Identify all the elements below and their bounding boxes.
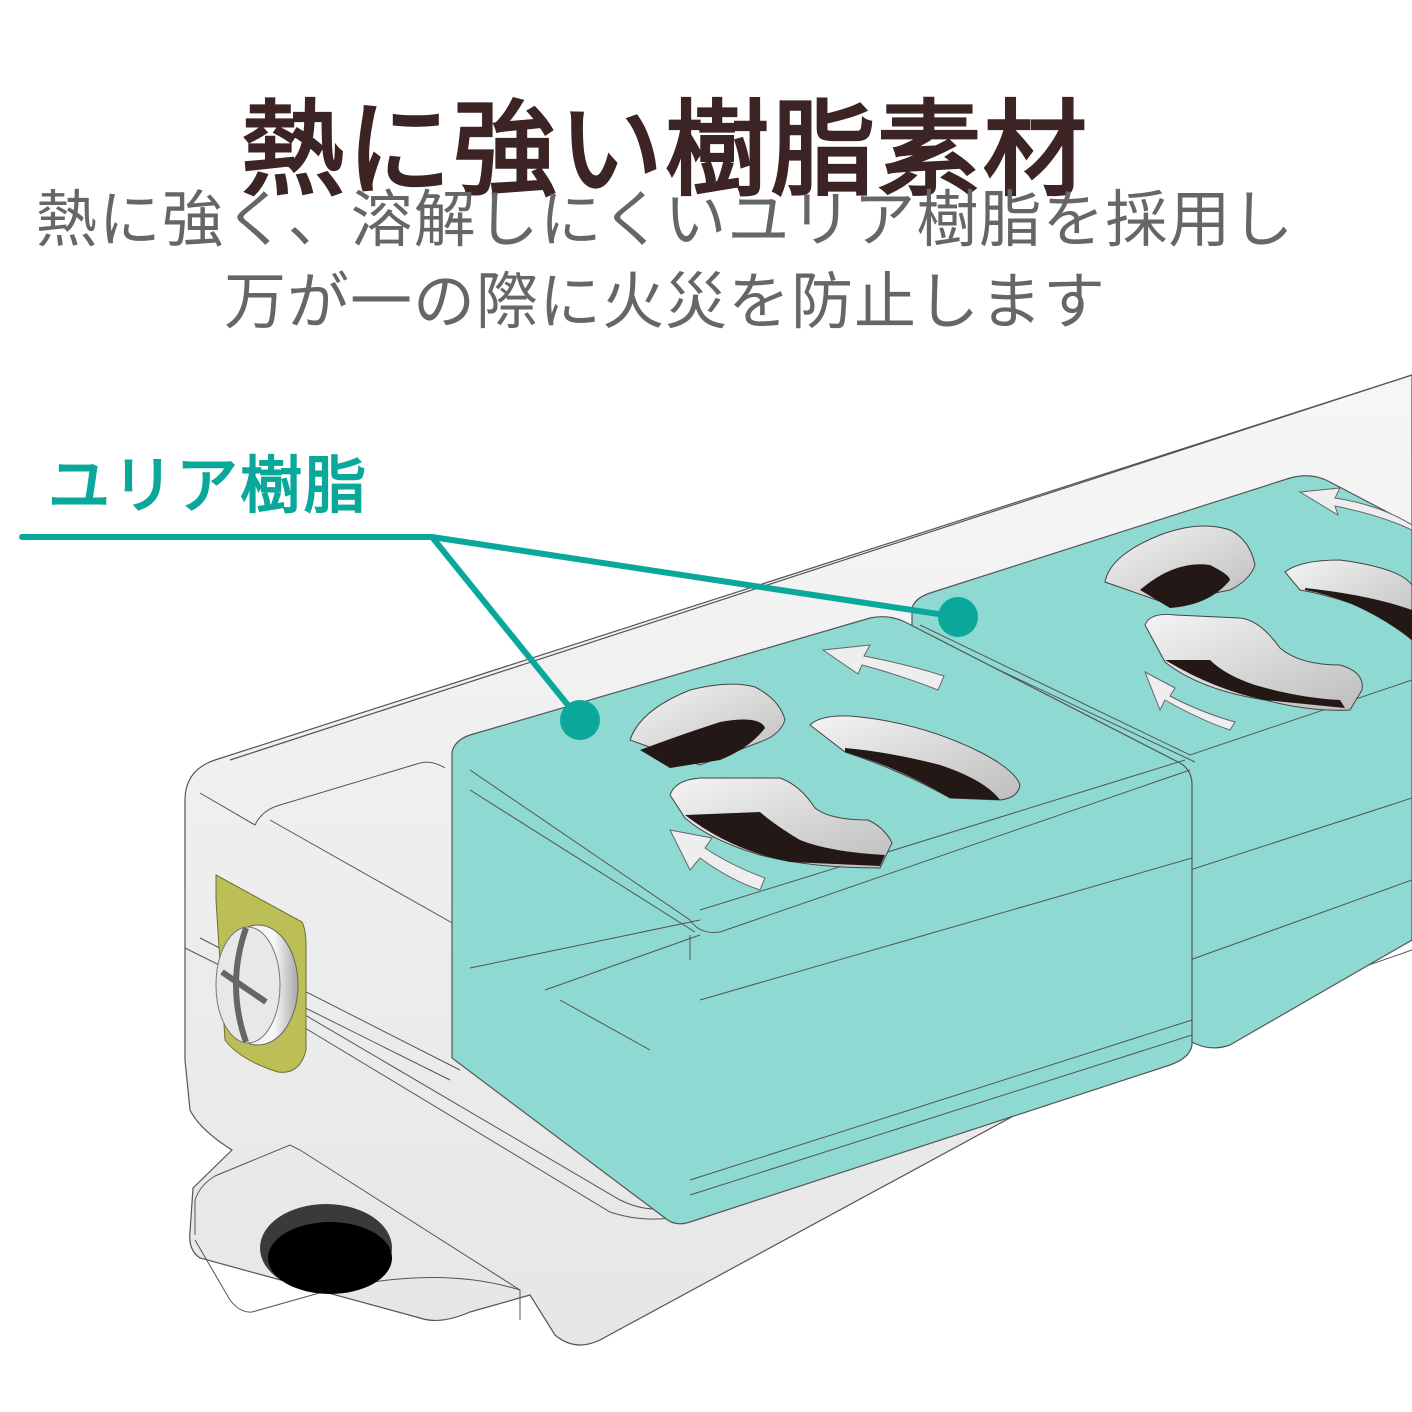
- description-line-2: 万が一の際に火災を防止します: [223, 265, 1106, 338]
- page-title: 熱に強い樹脂素材: [240, 88, 1089, 211]
- description-line-1: 熱に強く、溶解しにくいユリア樹脂を採用し: [35, 183, 1295, 256]
- mount-hole-icon: [260, 1204, 392, 1294]
- callout-dot-icon: [938, 597, 978, 637]
- screw-icon: [215, 874, 307, 1073]
- callout-lines: [19, 534, 978, 740]
- rotate-arrow-icon: [1144, 670, 1236, 731]
- rotate-arrow-icon: [1298, 487, 1412, 531]
- rotate-arrow-icon: [821, 644, 945, 691]
- rotate-arrow-icon: [669, 829, 766, 891]
- callout-label: ユリア樹脂: [48, 449, 369, 522]
- callout-dot-icon: [560, 700, 600, 740]
- outlet-block-1: [451, 616, 1193, 1225]
